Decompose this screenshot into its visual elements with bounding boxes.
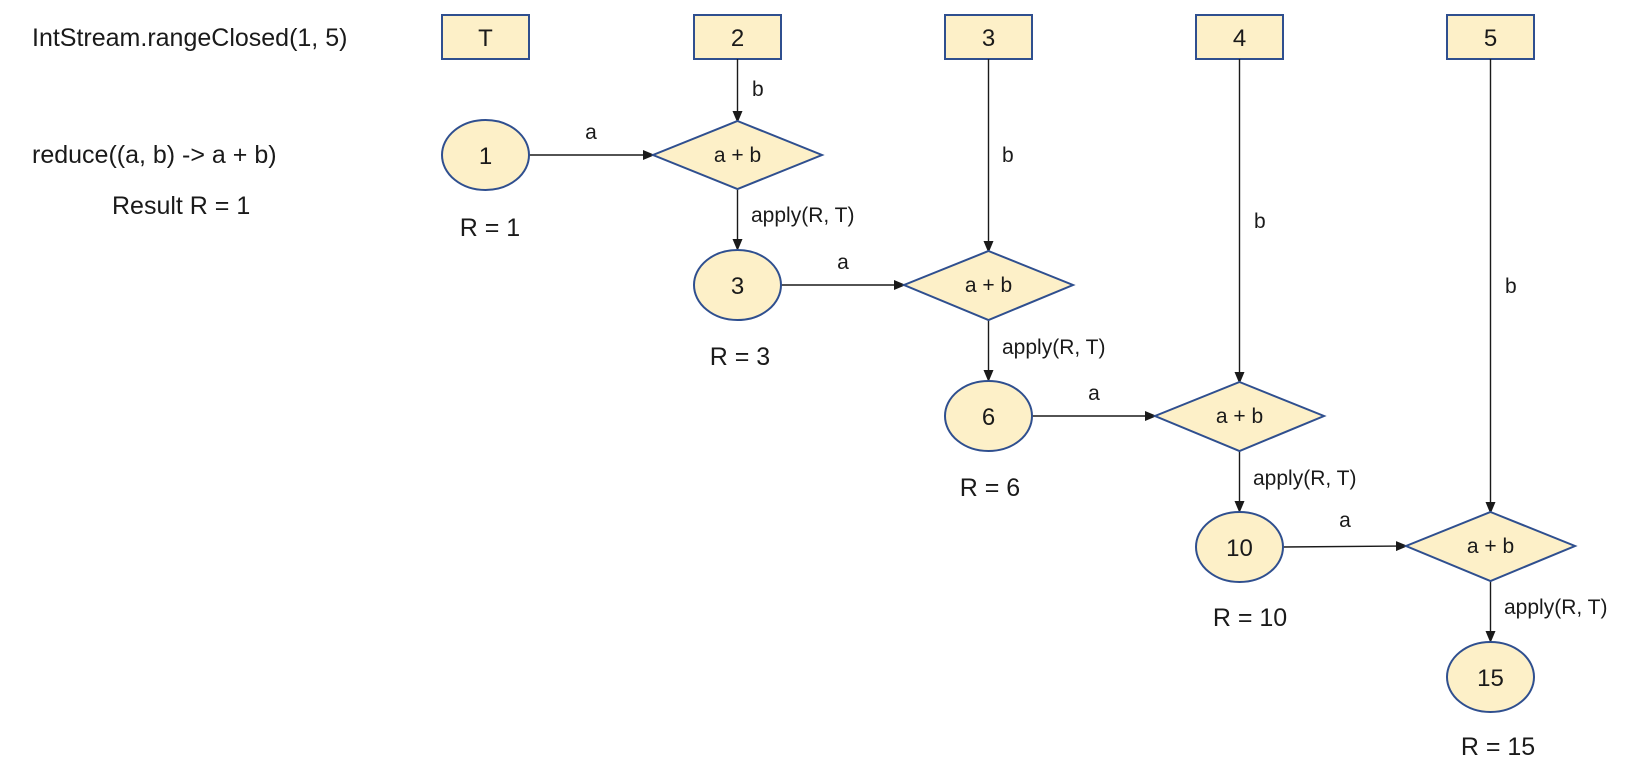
svg-text:5: 5 (1484, 25, 1497, 52)
reduce-label: reduce((a, b) -> a + b) (32, 141, 277, 169)
svg-text:15: 15 (1477, 665, 1504, 692)
add-diamond-1: a + b (650, 119, 825, 191)
result-label-5: R = 15 (1461, 733, 1535, 761)
svg-text:1: 1 (479, 143, 492, 170)
edge-b-1-label: b (752, 78, 764, 101)
result-node-1: 1 (441, 119, 530, 191)
element-box-0: T (441, 14, 530, 60)
result-node-4: 10 (1195, 511, 1284, 583)
edge-a-4-label: a (1339, 509, 1351, 532)
edge-apply-1-label: apply(R, T) (751, 204, 854, 227)
edge-a-1-label: a (585, 121, 597, 144)
add-diamond-2: a + b (901, 249, 1076, 322)
edge-apply-2-label: apply(R, T) (1002, 336, 1105, 359)
svg-text:a + b: a + b (1216, 405, 1263, 428)
edge-b-2-label: b (1002, 144, 1014, 167)
svg-text:2: 2 (731, 25, 744, 52)
add-diamond-4: a + b (1403, 510, 1578, 583)
edge-b-4-label: b (1505, 275, 1517, 298)
element-box-3: 4 (1195, 14, 1284, 60)
edge-a-4 (1282, 541, 1408, 552)
result-label-3: R = 6 (960, 474, 1020, 502)
result-label-2: R = 3 (710, 343, 770, 371)
add-diamond-3: a + b (1152, 380, 1327, 453)
edge-a-2-label: a (837, 251, 849, 274)
result-label-4: R = 10 (1213, 604, 1287, 632)
element-box-2: 3 (944, 14, 1033, 60)
result-label-1: R = 1 (460, 214, 520, 242)
svg-text:T: T (478, 25, 493, 52)
edge-apply-4-label: apply(R, T) (1504, 596, 1607, 619)
svg-text:a + b: a + b (714, 144, 761, 167)
edge-apply-3-label: apply(R, T) (1253, 467, 1356, 490)
svg-text:4: 4 (1233, 25, 1246, 52)
svg-text:6: 6 (982, 404, 995, 431)
initial-result-label: Result R = 1 (112, 192, 250, 220)
svg-text:3: 3 (982, 25, 995, 52)
svg-text:a + b: a + b (965, 274, 1012, 297)
element-box-4: 5 (1446, 14, 1535, 60)
element-box-1: 2 (693, 14, 782, 60)
result-node-2: 3 (693, 249, 782, 321)
result-node-5: 15 (1446, 641, 1535, 713)
svg-text:a + b: a + b (1467, 535, 1514, 558)
svg-text:3: 3 (731, 273, 744, 300)
stream-label: IntStream.rangeClosed(1, 5) (32, 24, 347, 52)
svg-text:10: 10 (1226, 535, 1253, 562)
edge-b-3-label: b (1254, 210, 1266, 233)
edge-a-3-label: a (1088, 382, 1100, 405)
result-node-3: 6 (944, 380, 1033, 452)
